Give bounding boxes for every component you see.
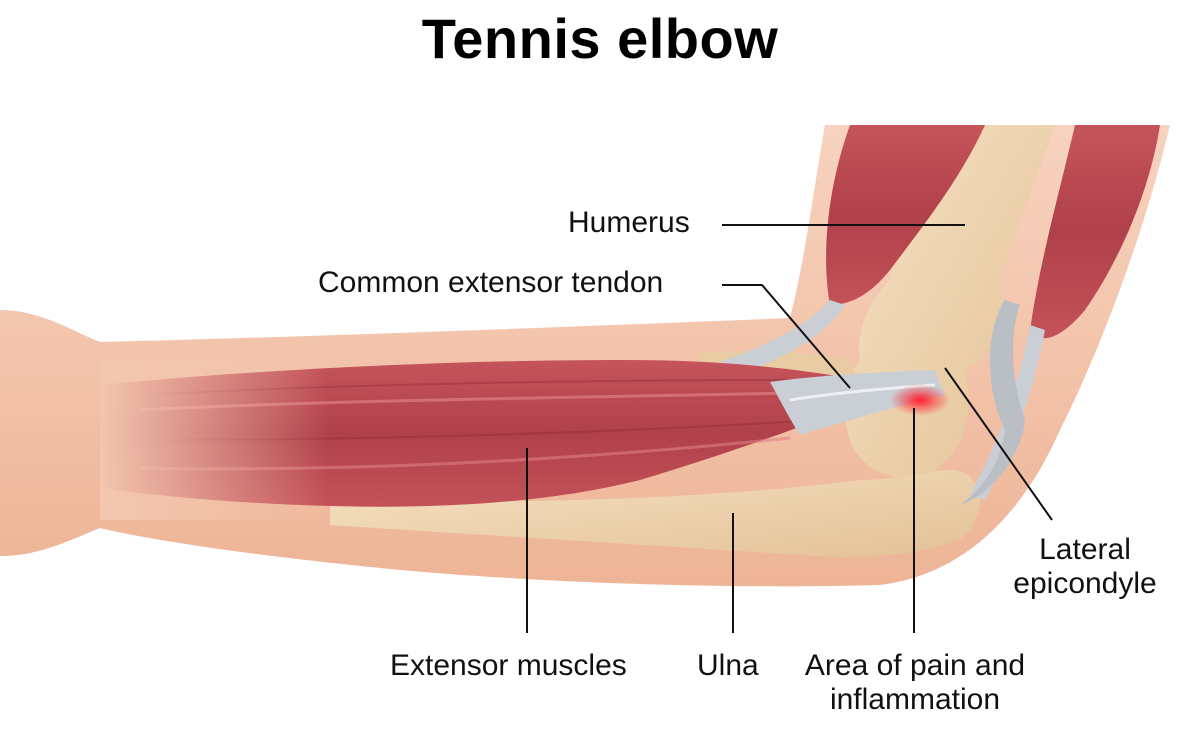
inflammation-spot <box>890 384 950 416</box>
label-common-extensor-tendon: Common extensor tendon <box>318 266 664 299</box>
label-ulna: Ulna <box>697 649 759 682</box>
label-area-of-pain: Area of pain and inflammation <box>780 649 1050 717</box>
tendon-leader <box>722 284 851 389</box>
joint-capsule <box>960 300 1025 505</box>
label-lateral-epicondyle: Lateral epicondyle <box>1000 533 1170 601</box>
biceps-muscle <box>826 125 985 305</box>
label-humerus: Humerus <box>568 206 690 239</box>
label-lateral-line2: epicondyle <box>1013 567 1157 600</box>
wrist-fade <box>100 360 330 520</box>
ulna-bone <box>330 470 980 557</box>
lateral-epicondyle-leader <box>944 367 1053 521</box>
label-pain-line2: inflammation <box>829 683 1001 716</box>
label-lateral-line1: Lateral <box>1039 533 1131 566</box>
diagram-title: Tennis elbow <box>421 7 779 70</box>
biceps-tendon <box>720 300 845 370</box>
leader-lines <box>526 224 1053 633</box>
triceps-muscle <box>1030 125 1160 339</box>
label-extensor-muscles: Extensor muscles <box>390 649 627 682</box>
label-pain-line1: Area of pain and <box>804 649 1026 682</box>
